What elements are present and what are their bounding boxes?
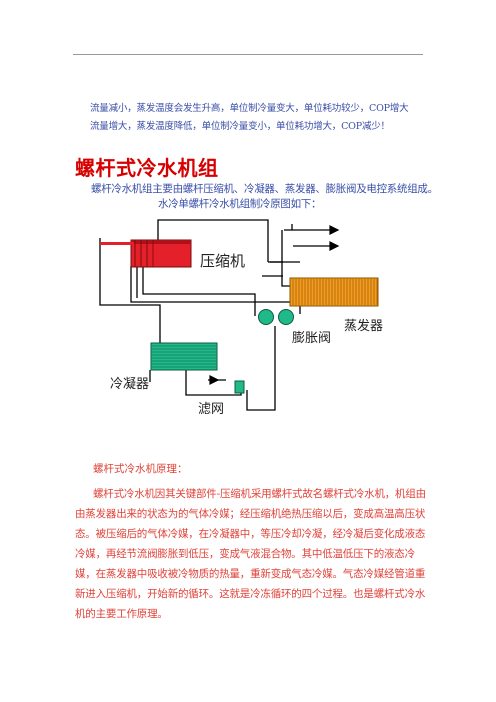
condenser-label: 冷凝器 (110, 376, 149, 392)
text-line-flow-increase: 流量增大，蒸发温度降低，单位制冷量变小，单位耗功增大，COP减少！ (90, 121, 390, 132)
principle-body: 螺杆式冷水机因其关键部件-压缩机采用螺杆式故名螺杆式冷水机，机组由由蒸发器出来的… (75, 488, 426, 620)
expansion-valve (258, 309, 294, 325)
principle-title: 螺杆式冷水机原理： (93, 463, 188, 475)
evaporator-label: 蒸发器 (344, 318, 383, 334)
expansion-valve-label: 膨胀阀 (292, 331, 331, 346)
water-flow-arrows (209, 225, 340, 385)
filter-label: 滤网 (198, 402, 224, 417)
intro-line-2: 水冷单螺杆冷水机组制冷原图如下： (158, 198, 322, 210)
condenser-unit (150, 342, 218, 371)
evaporator-unit (289, 277, 379, 307)
intro-line-1: 螺杆冷水机组主要由螺杆压缩机、冷凝器、蒸发器、膨胀阀及电控系统组成。 (91, 183, 438, 195)
section-heading: 螺杆式冷水机组 (75, 156, 219, 180)
text-line-flow-decrease: 流量减小，蒸发温度会发生升高，单位制冷量变大，单位耗功较少，COP增大 (90, 103, 409, 114)
compressor-unit (100, 239, 192, 268)
filter-unit (234, 380, 245, 394)
compressor-label: 压缩机 (200, 252, 245, 270)
header-rule (73, 54, 423, 55)
